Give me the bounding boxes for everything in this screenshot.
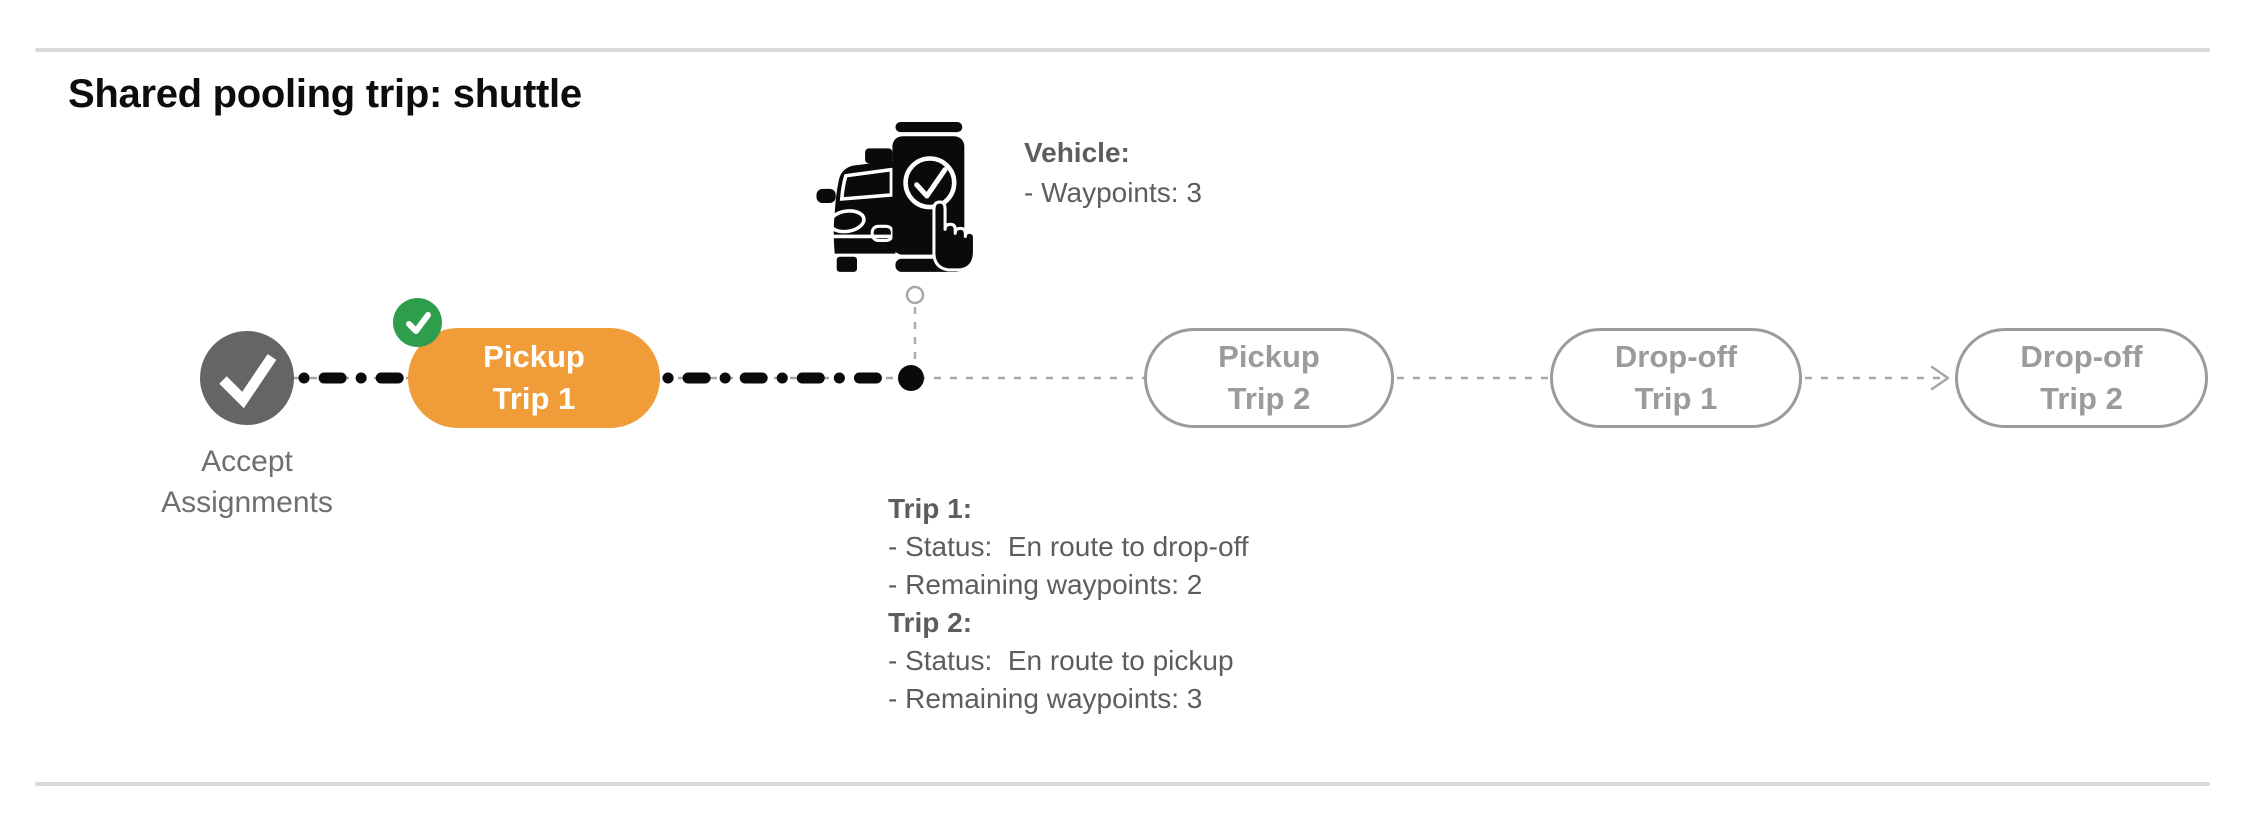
trip2-remaining: - Remaining waypoints: 3 bbox=[888, 683, 1203, 714]
trip2-heading: Trip 2: bbox=[888, 607, 973, 638]
arrow-right-icon bbox=[1930, 365, 1950, 391]
vehicle-info-heading: Vehicle: bbox=[1024, 137, 1130, 168]
node-label-line1: Pickup bbox=[1218, 339, 1320, 374]
node-label-line2: Trip 2 bbox=[2040, 381, 2123, 416]
page-title: Shared pooling trip: shuttle bbox=[68, 72, 582, 116]
checkmark-icon bbox=[219, 354, 277, 409]
node-label-line2: Trip 1 bbox=[492, 381, 576, 416]
node-pickup-trip-2: Pickup Trip 2 bbox=[1144, 328, 1394, 428]
trip1-status: - Status: En route to drop-off bbox=[888, 531, 1249, 562]
trip2-status: - Status: En route to pickup bbox=[888, 645, 1234, 676]
top-divider bbox=[35, 48, 2210, 52]
checkmark-icon bbox=[405, 311, 431, 334]
node-dropoff-trip-1: Drop-off Trip 1 bbox=[1550, 328, 1802, 428]
node-label-line1: Drop-off bbox=[2020, 339, 2143, 374]
vehicle-waypoints: - Waypoints: 3 bbox=[1024, 177, 1202, 208]
vehicle-info: Vehicle: - Waypoints: 3 bbox=[1024, 133, 1202, 213]
bottom-divider bbox=[35, 782, 2210, 786]
vehicle-position-dot bbox=[898, 365, 924, 391]
node-label-line1: Pickup bbox=[483, 339, 585, 374]
vehicle-anchor-circle bbox=[905, 285, 925, 305]
trip1-heading: Trip 1: bbox=[888, 493, 973, 524]
accept-assignments-label: Accept Assignments bbox=[161, 445, 333, 519]
car-with-phone-check-icon bbox=[816, 122, 976, 272]
trip-status-block: Trip 1: - Status: En route to drop-off -… bbox=[888, 490, 1249, 718]
completed-badge bbox=[393, 298, 442, 347]
trip1-remaining: - Remaining waypoints: 2 bbox=[888, 569, 1203, 600]
node-dropoff-trip-2: Drop-off Trip 2 bbox=[1955, 328, 2208, 428]
accept-assignments-node bbox=[200, 331, 294, 425]
node-pickup-trip-1: Pickup Trip 1 bbox=[408, 328, 660, 428]
node-label-line2: Trip 2 bbox=[1227, 381, 1311, 416]
node-label-line1: Drop-off bbox=[1614, 339, 1738, 374]
node-label-line2: Trip 1 bbox=[1634, 381, 1718, 416]
